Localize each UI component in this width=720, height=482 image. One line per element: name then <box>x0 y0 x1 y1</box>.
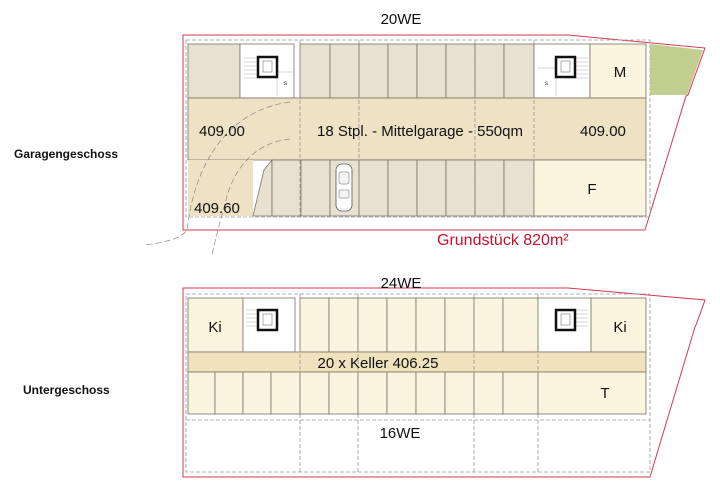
elevator-icon <box>554 55 577 79</box>
car-icon <box>335 163 353 212</box>
green-area <box>650 44 703 95</box>
ramp-curves <box>144 101 291 256</box>
stair-core-right: s <box>537 55 588 96</box>
stair-core-right-basement <box>554 308 588 332</box>
building-outline-garage <box>185 39 651 218</box>
floor-label-garage: Garagengeschoss <box>14 147 118 161</box>
level-left: 409.00 <box>199 123 245 140</box>
floor-label-basement: Untergeschoss <box>23 383 110 397</box>
elevator-icon <box>256 55 279 79</box>
stair-core-left-basement <box>246 308 279 332</box>
room-t: T <box>600 385 609 402</box>
parking-row-top <box>187 43 647 99</box>
stair-core-left: s <box>244 55 292 96</box>
level-right: 409.00 <box>580 123 626 140</box>
plot-area-label: Grundstück 820m² <box>437 232 569 249</box>
elevator-icon <box>256 308 279 332</box>
basement-units-top: 24WE <box>381 275 422 292</box>
room-ki-left: Ki <box>208 319 221 336</box>
room-m: M <box>614 64 627 81</box>
grid-dashes-garage <box>299 40 535 217</box>
garage-aisle <box>187 97 647 161</box>
basement-level: 24WE Ki Ki 20 x Keller 406.25 T 16WE <box>182 275 706 478</box>
plot-boundary-garage <box>182 34 706 231</box>
room-f: F <box>587 181 596 198</box>
room-ki-right: Ki <box>613 319 626 336</box>
building-outline-basement <box>185 293 651 473</box>
keller-aisle-label: 20 x Keller 406.25 <box>318 355 439 372</box>
stair-tag: s <box>284 81 287 87</box>
level-ramp: 409.60 <box>194 200 240 217</box>
garage-level: s s 20WE 409.00 18 Stpl. - Mittelgarage … <box>144 11 706 256</box>
stair-tag: s <box>545 81 548 87</box>
keller-row-top <box>187 297 647 353</box>
elevator-icon <box>554 308 577 332</box>
parking-row-bottom <box>252 158 647 217</box>
plot-boundary-basement <box>182 287 706 478</box>
basement-units-bottom: 16WE <box>380 425 421 442</box>
garage-units-label: 20WE <box>381 11 422 28</box>
garage-aisle-label: 18 Stpl. - Mittelgarage - 550qm <box>317 123 523 140</box>
keller-row-bottom <box>187 371 647 415</box>
